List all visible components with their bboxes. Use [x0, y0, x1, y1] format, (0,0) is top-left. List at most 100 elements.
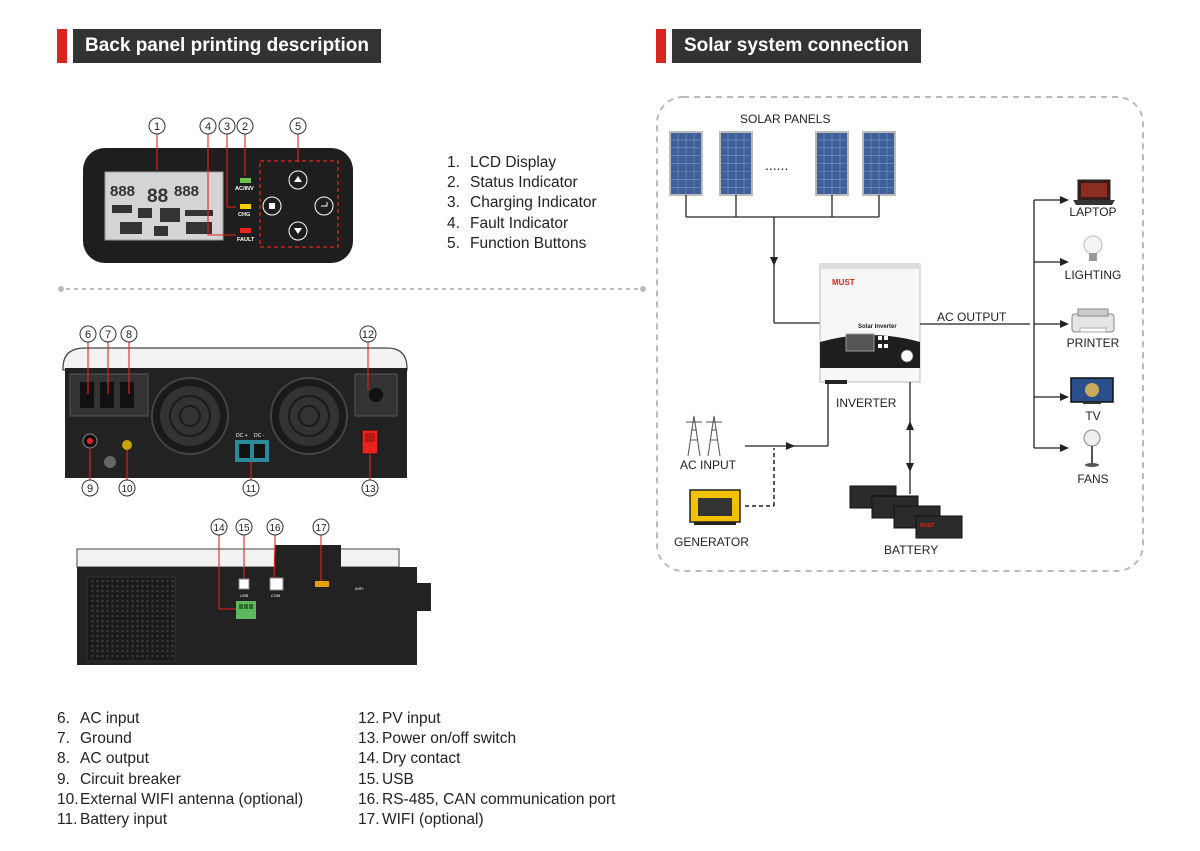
- callout-9: [81, 479, 99, 497]
- laptop-icon: [1073, 179, 1115, 205]
- fault-label: FAULT: [237, 237, 255, 243]
- header-solar-connection: Solar system connection: [656, 29, 921, 63]
- load-label-fans: FANS: [1077, 472, 1108, 486]
- callout-number: 7: [105, 329, 111, 341]
- chg-label: CHG: [238, 212, 250, 218]
- callout-2: [236, 117, 254, 135]
- dc-plus-label: DC +: [236, 433, 248, 439]
- callout-number: 10: [121, 484, 133, 495]
- legend-item: 10.External WIFI antenna (optional): [57, 790, 304, 808]
- ac-input-arrow-icon: [786, 442, 795, 450]
- menu-button[interactable]: [262, 196, 282, 216]
- solar-connection-diagram: MUST Solar Inverter: [656, 96, 1144, 572]
- callout-number: 8: [126, 329, 132, 341]
- down-button[interactable]: [288, 221, 308, 241]
- svg-text:888: 888: [110, 183, 135, 200]
- enter-button[interactable]: [314, 196, 334, 216]
- callout-number: 4: [205, 121, 211, 133]
- pv-terminal: [369, 388, 383, 402]
- legend-item: 3.Charging Indicator: [447, 194, 597, 212]
- front-panel-legend: 1.LCD Display 2.Status Indicator 3.Charg…: [447, 153, 597, 254]
- side-top-cover: [76, 548, 400, 568]
- callout-5: [289, 117, 307, 135]
- function-buttons-frame: [259, 160, 339, 248]
- generator-icon: [689, 489, 741, 525]
- printer-icon: [1071, 308, 1115, 333]
- wifi-label: WIFI: [355, 586, 363, 591]
- pv-wiring: [685, 195, 880, 324]
- legend-item: 5.Function Buttons: [447, 234, 587, 252]
- solar-panels-label: SOLAR PANELS: [740, 112, 830, 126]
- legend-item: 15.USB: [358, 770, 414, 788]
- header-title: Back panel printing description: [73, 29, 381, 63]
- svg-text:888: 888: [174, 183, 199, 200]
- battery-arrows: [906, 421, 914, 472]
- lcd-segments: 888 88 888: [110, 183, 213, 236]
- ac-output-arrows: [1060, 196, 1069, 452]
- callout-10: [118, 479, 136, 497]
- callout-16: [266, 518, 284, 536]
- legend-item: 4.Fault Indicator: [447, 214, 569, 232]
- callout-number: 3: [224, 121, 230, 133]
- callout-number: 11: [246, 484, 257, 495]
- front-leader-lines: [156, 134, 299, 236]
- callout-number: 14: [213, 523, 225, 534]
- rear-legend-right: 12.PV input 13.Power on/off switch 14.Dr…: [358, 709, 615, 830]
- ac-input-tower-icon: [686, 415, 722, 457]
- header-title: Solar system connection: [672, 29, 921, 63]
- legend-item: 12.PV input: [358, 710, 441, 727]
- header-accent-bar: [656, 29, 666, 63]
- callout-4: [199, 117, 217, 135]
- wifi-antenna-port: [122, 440, 132, 450]
- legend-item: 14.Dry contact: [358, 750, 461, 768]
- inverter-brand: MUST: [832, 278, 855, 287]
- callout-3: [218, 117, 236, 135]
- wifi-port: [315, 581, 329, 587]
- callout-7: [99, 325, 117, 343]
- fan-icon: [1083, 429, 1101, 467]
- callout-number: 9: [87, 483, 93, 495]
- legend-item: 7.Ground: [57, 730, 132, 748]
- rear-legend-left: 6.AC input 7.Ground 8.AC output 9.Circui…: [57, 709, 303, 830]
- callout-number: 17: [315, 523, 327, 534]
- dc-minus-label: DC -: [254, 433, 265, 439]
- callout-number: 16: [269, 523, 281, 534]
- battery-bank-icon: [849, 485, 963, 539]
- charging-indicator-led: [240, 204, 251, 209]
- tv-icon: [1070, 377, 1114, 404]
- pv-arrow-icon: [770, 257, 778, 266]
- legend-item: 6.AC input: [57, 710, 140, 727]
- callout-number: 12: [362, 329, 374, 341]
- header-back-panel: Back panel printing description: [57, 29, 381, 63]
- callout-number: 6: [85, 329, 91, 341]
- up-button[interactable]: [288, 170, 308, 190]
- ac-output-label: AC OUTPUT: [937, 310, 1007, 324]
- callout-number: 13: [364, 484, 376, 495]
- dry-contact-terminal: [236, 601, 256, 619]
- legend-item: 2.Status Indicator: [447, 174, 578, 192]
- legend-item: 1.LCD Display: [447, 154, 557, 171]
- inverter-unit: [819, 263, 921, 384]
- rear-top-cover: [62, 347, 408, 371]
- menu-icon: [269, 203, 275, 209]
- panel-dots: ......: [765, 157, 788, 173]
- header-accent-bar: [57, 29, 67, 63]
- com-label: COM: [271, 593, 280, 598]
- load-label-laptop: LAPTOP: [1069, 205, 1116, 219]
- com-port: [269, 577, 284, 591]
- side-top-handle: [275, 545, 341, 571]
- lighting-icon: [1083, 235, 1103, 261]
- inverter-model-text: Solar Inverter: [858, 324, 897, 330]
- ac-input-wiring: [745, 382, 829, 447]
- rear-panel-drawing: DC + DC - 6 7 8 12 9 10 11 13: [62, 325, 408, 497]
- callout-number: 5: [295, 121, 301, 133]
- battery-brand: MUST: [920, 523, 934, 529]
- ac-input-label: AC INPUT: [680, 458, 737, 472]
- legend-item: 17.WIFI (optional): [358, 811, 484, 829]
- status-indicator-led: [240, 178, 251, 183]
- legend-item: 13.Power on/off switch: [358, 730, 517, 748]
- legend-item: 9.Circuit breaker: [57, 770, 181, 788]
- ac-output-wiring: [920, 199, 1060, 449]
- usb-label: USB: [240, 593, 249, 598]
- fault-indicator-led: [240, 228, 251, 233]
